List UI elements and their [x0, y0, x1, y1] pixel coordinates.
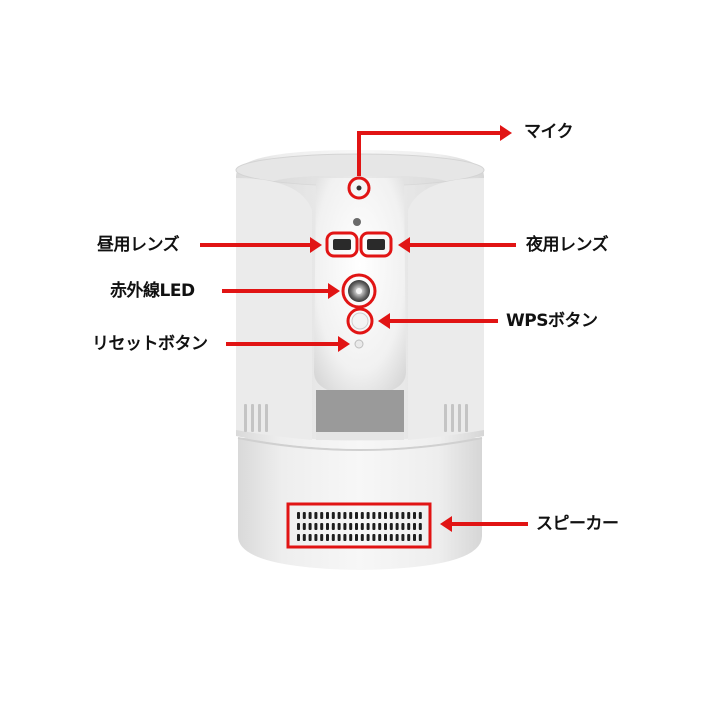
- speaker-slot: [384, 523, 387, 530]
- speaker-slot: [331, 512, 335, 519]
- speaker-slot: [407, 512, 411, 519]
- reset-arrowhead: [338, 336, 350, 352]
- speaker-slot: [395, 512, 399, 519]
- speaker-slot: [418, 523, 422, 530]
- speaker-slot: [355, 523, 358, 530]
- speaker-slot: [302, 512, 306, 519]
- speaker-slot: [326, 534, 329, 541]
- speaker-slot: [302, 534, 306, 541]
- day-lens: [333, 239, 351, 250]
- day-lens-marker: [325, 231, 359, 258]
- speaker-slot: [384, 534, 387, 541]
- speaker-marker: [286, 502, 432, 549]
- speaker-slot: [355, 534, 358, 541]
- speaker-slot: [349, 512, 353, 519]
- speaker-slot: [413, 523, 416, 530]
- speaker-slot: [320, 512, 324, 519]
- mic-marker: [347, 176, 371, 200]
- wps-marker: [346, 307, 374, 335]
- speaker-grille: [297, 512, 422, 541]
- speaker-slot: [308, 523, 312, 530]
- wps-arrowhead: [378, 313, 390, 329]
- speaker-slot: [297, 523, 300, 530]
- speaker-slot: [407, 534, 411, 541]
- ir-led: [348, 280, 370, 302]
- speaker-slot: [349, 523, 353, 530]
- speaker-slot: [349, 534, 353, 541]
- wps-button-label: WPSボタン: [506, 311, 598, 331]
- speaker-slot: [378, 512, 382, 519]
- speaker-slot: [314, 534, 318, 541]
- speaker-slot: [418, 512, 422, 519]
- reset-button-label: リセットボタン: [92, 334, 208, 354]
- speaker-slot: [384, 512, 387, 519]
- speaker-slot: [302, 523, 306, 530]
- speaker-slot: [320, 523, 324, 530]
- day-lens-arrowhead: [310, 237, 322, 253]
- speaker-slot: [326, 523, 329, 530]
- speaker-slot: [366, 523, 370, 530]
- night-lens: [367, 239, 385, 250]
- speaker-slot: [314, 512, 318, 519]
- speaker-slot: [355, 512, 358, 519]
- speaker-slot: [343, 534, 347, 541]
- speaker-slot: [372, 512, 376, 519]
- speaker-slot: [418, 534, 422, 541]
- speaker-slot: [389, 523, 393, 530]
- reset-hole: [354, 339, 364, 349]
- speaker-slot: [389, 512, 393, 519]
- day-lens-label: 昼用レンズ: [97, 235, 180, 255]
- speaker-slot: [360, 512, 364, 519]
- speaker-slot: [337, 512, 341, 519]
- speaker-slot: [297, 512, 300, 519]
- speaker-slot: [378, 523, 382, 530]
- speaker-slot: [407, 523, 411, 530]
- speaker-slot: [308, 512, 312, 519]
- speaker-slot: [413, 534, 416, 541]
- night-lens-label: 夜用レンズ: [526, 235, 609, 255]
- speaker-slot: [326, 512, 329, 519]
- night-lens-arrowhead: [398, 237, 410, 253]
- speaker-arrowhead: [440, 516, 452, 532]
- mic-leader: [357, 131, 500, 176]
- speaker-slot: [372, 534, 376, 541]
- ir-led-label: 赤外線LED: [110, 281, 195, 301]
- speaker-slot: [378, 534, 382, 541]
- speaker-slot: [297, 534, 300, 541]
- speaker-slot: [389, 534, 393, 541]
- wps-button-shape: [351, 312, 369, 330]
- speaker-slot: [401, 512, 405, 519]
- ir-led-arrowhead: [328, 283, 340, 299]
- speaker-slot: [366, 512, 370, 519]
- mic-arrowhead: [500, 125, 512, 141]
- speaker-slot: [372, 523, 376, 530]
- speaker-slot: [314, 523, 318, 530]
- annotations: [200, 125, 528, 549]
- speaker-slot: [331, 523, 335, 530]
- speaker-slot: [401, 523, 405, 530]
- speaker-slot: [331, 534, 335, 541]
- speaker-slot: [366, 534, 370, 541]
- mic-label: マイク: [524, 122, 574, 142]
- speaker-slot: [337, 523, 341, 530]
- speaker-slot: [360, 534, 364, 541]
- night-lens-marker: [359, 231, 393, 258]
- speaker-slot: [395, 534, 399, 541]
- speaker-slot: [401, 534, 405, 541]
- speaker-slot: [343, 523, 347, 530]
- speaker-slot: [337, 534, 341, 541]
- speaker-slot: [343, 512, 347, 519]
- speaker-slot: [308, 534, 312, 541]
- mic-hole: [356, 185, 362, 191]
- ir-led-marker: [341, 273, 377, 309]
- speaker-slot: [395, 523, 399, 530]
- speaker-slot: [320, 534, 324, 541]
- speaker-slot: [413, 512, 416, 519]
- speaker-slot: [360, 523, 364, 530]
- speaker-label: スピーカー: [536, 514, 619, 534]
